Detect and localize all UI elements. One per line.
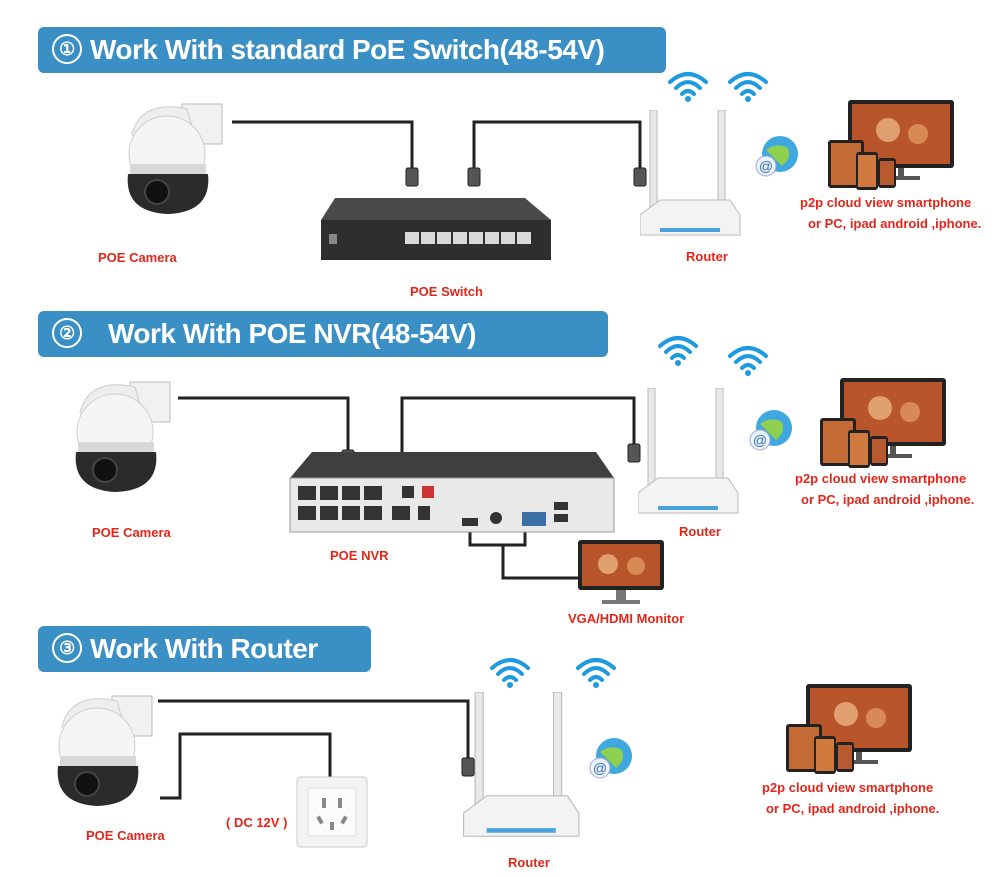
monitor-label: VGA/HDMI Monitor: [568, 611, 685, 626]
rj45-plug: [633, 167, 647, 187]
cloud-text-3: p2p cloud view smartphone or PC, ipad an…: [762, 777, 939, 819]
cable-nvr-router-2: [400, 396, 636, 455]
section-3-title: Work With Router: [90, 633, 318, 664]
poe-camera-2: [74, 381, 171, 493]
wifi-icon: [576, 658, 616, 690]
p2p-cloud-icon: [749, 409, 793, 451]
wifi-icon: [728, 346, 768, 378]
p2p-cloud-icon: [589, 737, 633, 779]
poe-camera-1: [126, 103, 223, 215]
devices-icon: [786, 684, 912, 774]
section-1-title: Work With standard PoE Switch(48-54V): [90, 34, 605, 65]
rj45-plug: [405, 167, 419, 187]
cloud-text-line: p2p cloud view smartphone: [800, 195, 972, 210]
section-3-banner: ③ Work With Router: [38, 626, 371, 672]
section-1-number: ①: [52, 33, 82, 64]
router-3: [462, 692, 580, 837]
wifi-icon: [728, 72, 768, 104]
monitor: [578, 540, 664, 604]
cable-monitor-2: [501, 545, 580, 580]
cable-switch-router-1: [472, 120, 642, 170]
router-label-2: Router: [679, 524, 721, 539]
router-1: [640, 110, 741, 236]
section-2-banner: ② Work With POE NVR(48-54V): [38, 311, 608, 357]
cloud-text-1: p2p cloud view smartphone or PC, ipad an…: [800, 192, 981, 234]
poe-nvr: [289, 452, 615, 533]
section-1-banner: ① Work With standard PoE Switch(48-54V): [38, 27, 666, 73]
section-2-number: ②: [52, 317, 82, 348]
router-label-1: Router: [686, 249, 728, 264]
cloud-text-line: or PC, ipad android ,iphone.: [766, 801, 940, 816]
camera-label-1: POE Camera: [98, 250, 177, 265]
wifi-icon: [668, 72, 708, 104]
wifi-icon: [658, 336, 698, 368]
cable-camera-power-3: [160, 732, 332, 800]
rj45-plug: [467, 167, 481, 187]
poe-switch: [321, 198, 551, 260]
cable-camera-switch-1: [232, 120, 414, 170]
camera-label-2: POE Camera: [92, 525, 171, 540]
rj45-plug: [461, 757, 475, 777]
cloud-text-line: p2p cloud view smartphone: [762, 780, 934, 795]
router-2: [638, 388, 739, 514]
cable-nvr-monitor-2: [468, 530, 527, 547]
hub-label-1: POE Switch: [410, 284, 483, 299]
camera-label-3: POE Camera: [86, 828, 165, 843]
section-3-number: ③: [52, 632, 82, 663]
cloud-text-2: p2p cloud view smartphone or PC, ipad an…: [795, 468, 974, 510]
cloud-text-line: p2p cloud view smartphone: [795, 471, 967, 486]
cloud-text-line: or PC, ipad android ,iphone.: [801, 492, 975, 507]
wifi-icon: [490, 658, 530, 690]
devices-icon: [820, 378, 946, 468]
rj45-plug: [627, 443, 641, 463]
section-2-title: Work With POE NVR(48-54V): [108, 318, 476, 349]
poe-camera-3: [56, 695, 153, 807]
hub-label-2: POE NVR: [330, 548, 389, 563]
power-label: ( DC 12V ): [226, 815, 288, 830]
router-label-3: Router: [508, 855, 550, 870]
power-socket: [296, 776, 368, 848]
cable-camera-router-3: [158, 699, 470, 760]
cloud-text-line: or PC, ipad android ,iphone.: [808, 216, 982, 231]
devices-icon: [828, 100, 954, 190]
p2p-cloud-icon: [755, 135, 799, 177]
cable-camera-nvr-2: [178, 396, 350, 452]
